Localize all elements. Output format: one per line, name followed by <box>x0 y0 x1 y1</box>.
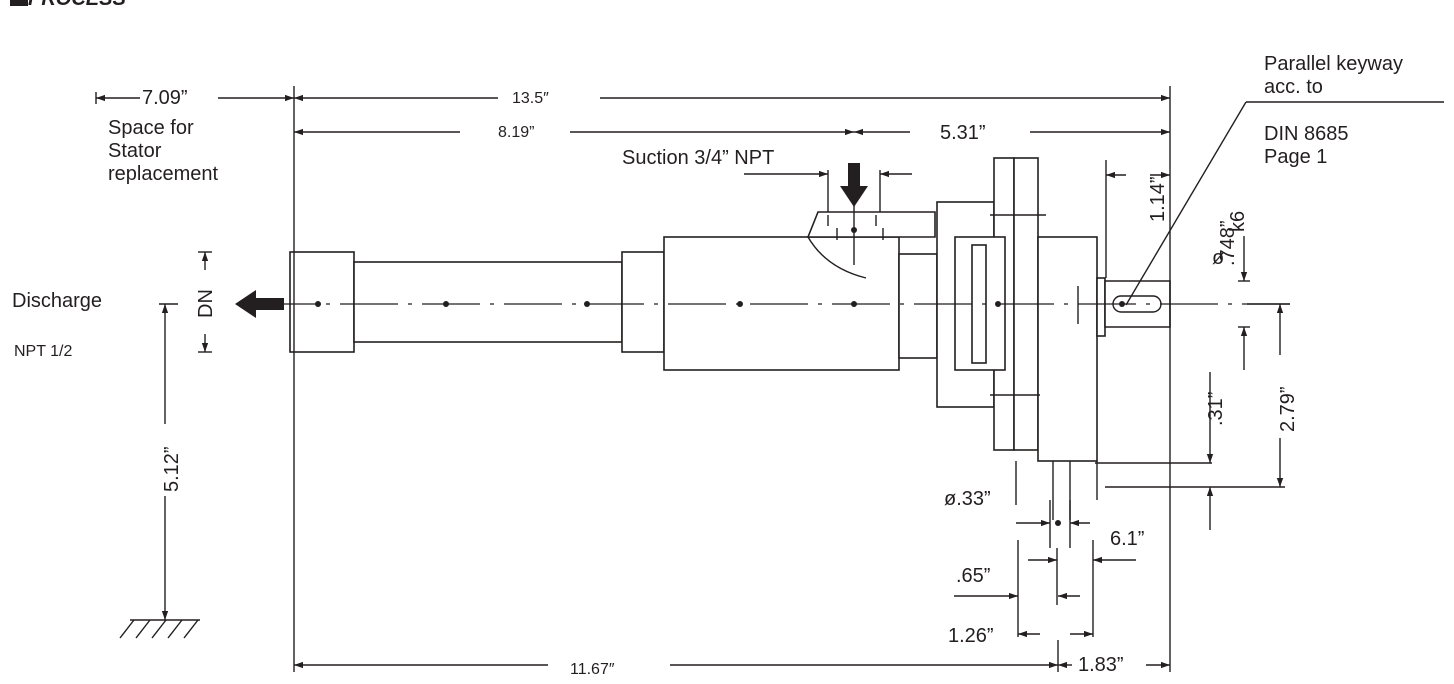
motor-block <box>1037 236 1098 462</box>
stator-note-line1: Space for <box>108 117 194 139</box>
dn-label: DN <box>195 289 217 318</box>
labels: Parallel keyway acc. to DIN 8685 Page 1 … <box>12 53 1403 678</box>
dim-stator-space: 7.09” <box>142 87 188 109</box>
dim-foot-span: 1.26” <box>948 625 994 647</box>
extension-lines <box>159 86 1290 672</box>
shaft-seal <box>1096 277 1106 337</box>
stator-note-line3: replacement <box>108 163 219 185</box>
k6-label: k6 <box>1227 211 1249 232</box>
dim-key-offset: 1.14” <box>1147 176 1169 222</box>
keyway-note-line1: Parallel keyway <box>1264 53 1403 75</box>
company-logo: PROCESS <box>10 0 126 10</box>
suction-label: Suction 3/4” NPT <box>622 147 774 169</box>
discharge-flange <box>289 251 355 353</box>
suction-curve <box>807 236 867 279</box>
centerline <box>258 301 1290 307</box>
dim-foot-width: .65” <box>956 565 990 587</box>
keyway-note-line2: acc. to <box>1264 76 1323 98</box>
stator-note-line2: Stator <box>108 140 162 162</box>
dim-hole-dia: ø.33” <box>944 488 991 510</box>
pump-outline <box>289 157 1171 520</box>
logo-mark <box>10 0 28 6</box>
discharge-label: Discharge <box>12 290 102 312</box>
dim-hole-span: 6.1” <box>1110 528 1144 550</box>
dim-shaft-length: 1.83” <box>1078 654 1124 676</box>
din-note-line2: Page 1 <box>1264 146 1327 168</box>
dim-to-suction: 8.19” <box>498 124 534 141</box>
dim-shaft-dia: .748” <box>1217 220 1239 266</box>
suction-arrow-icon <box>840 163 868 207</box>
suction-nozzle <box>806 211 936 238</box>
discharge-arrow-icon <box>235 290 284 318</box>
bearing-housing <box>898 253 938 359</box>
logo-text: PROCESS <box>28 0 126 10</box>
dim-suction-to-end: 5.31” <box>940 122 986 144</box>
din-note-line1: DIN 8685 <box>1264 123 1349 145</box>
dim-overall-bottom: 11.67″ <box>570 661 615 678</box>
stator-collar <box>621 251 665 353</box>
diameter-symbol: ø <box>1212 247 1224 269</box>
dim-shaft-height: 2.79” <box>1277 386 1299 432</box>
dimension-lines <box>95 92 1444 669</box>
dim-mount-dist: .31” <box>1205 392 1227 426</box>
dim-overall-top: 13.5″ <box>512 90 549 107</box>
npt-label: NPT 1/2 <box>14 343 73 360</box>
dim-centre-height: 5.12” <box>161 446 183 492</box>
stator-tube <box>353 261 623 343</box>
